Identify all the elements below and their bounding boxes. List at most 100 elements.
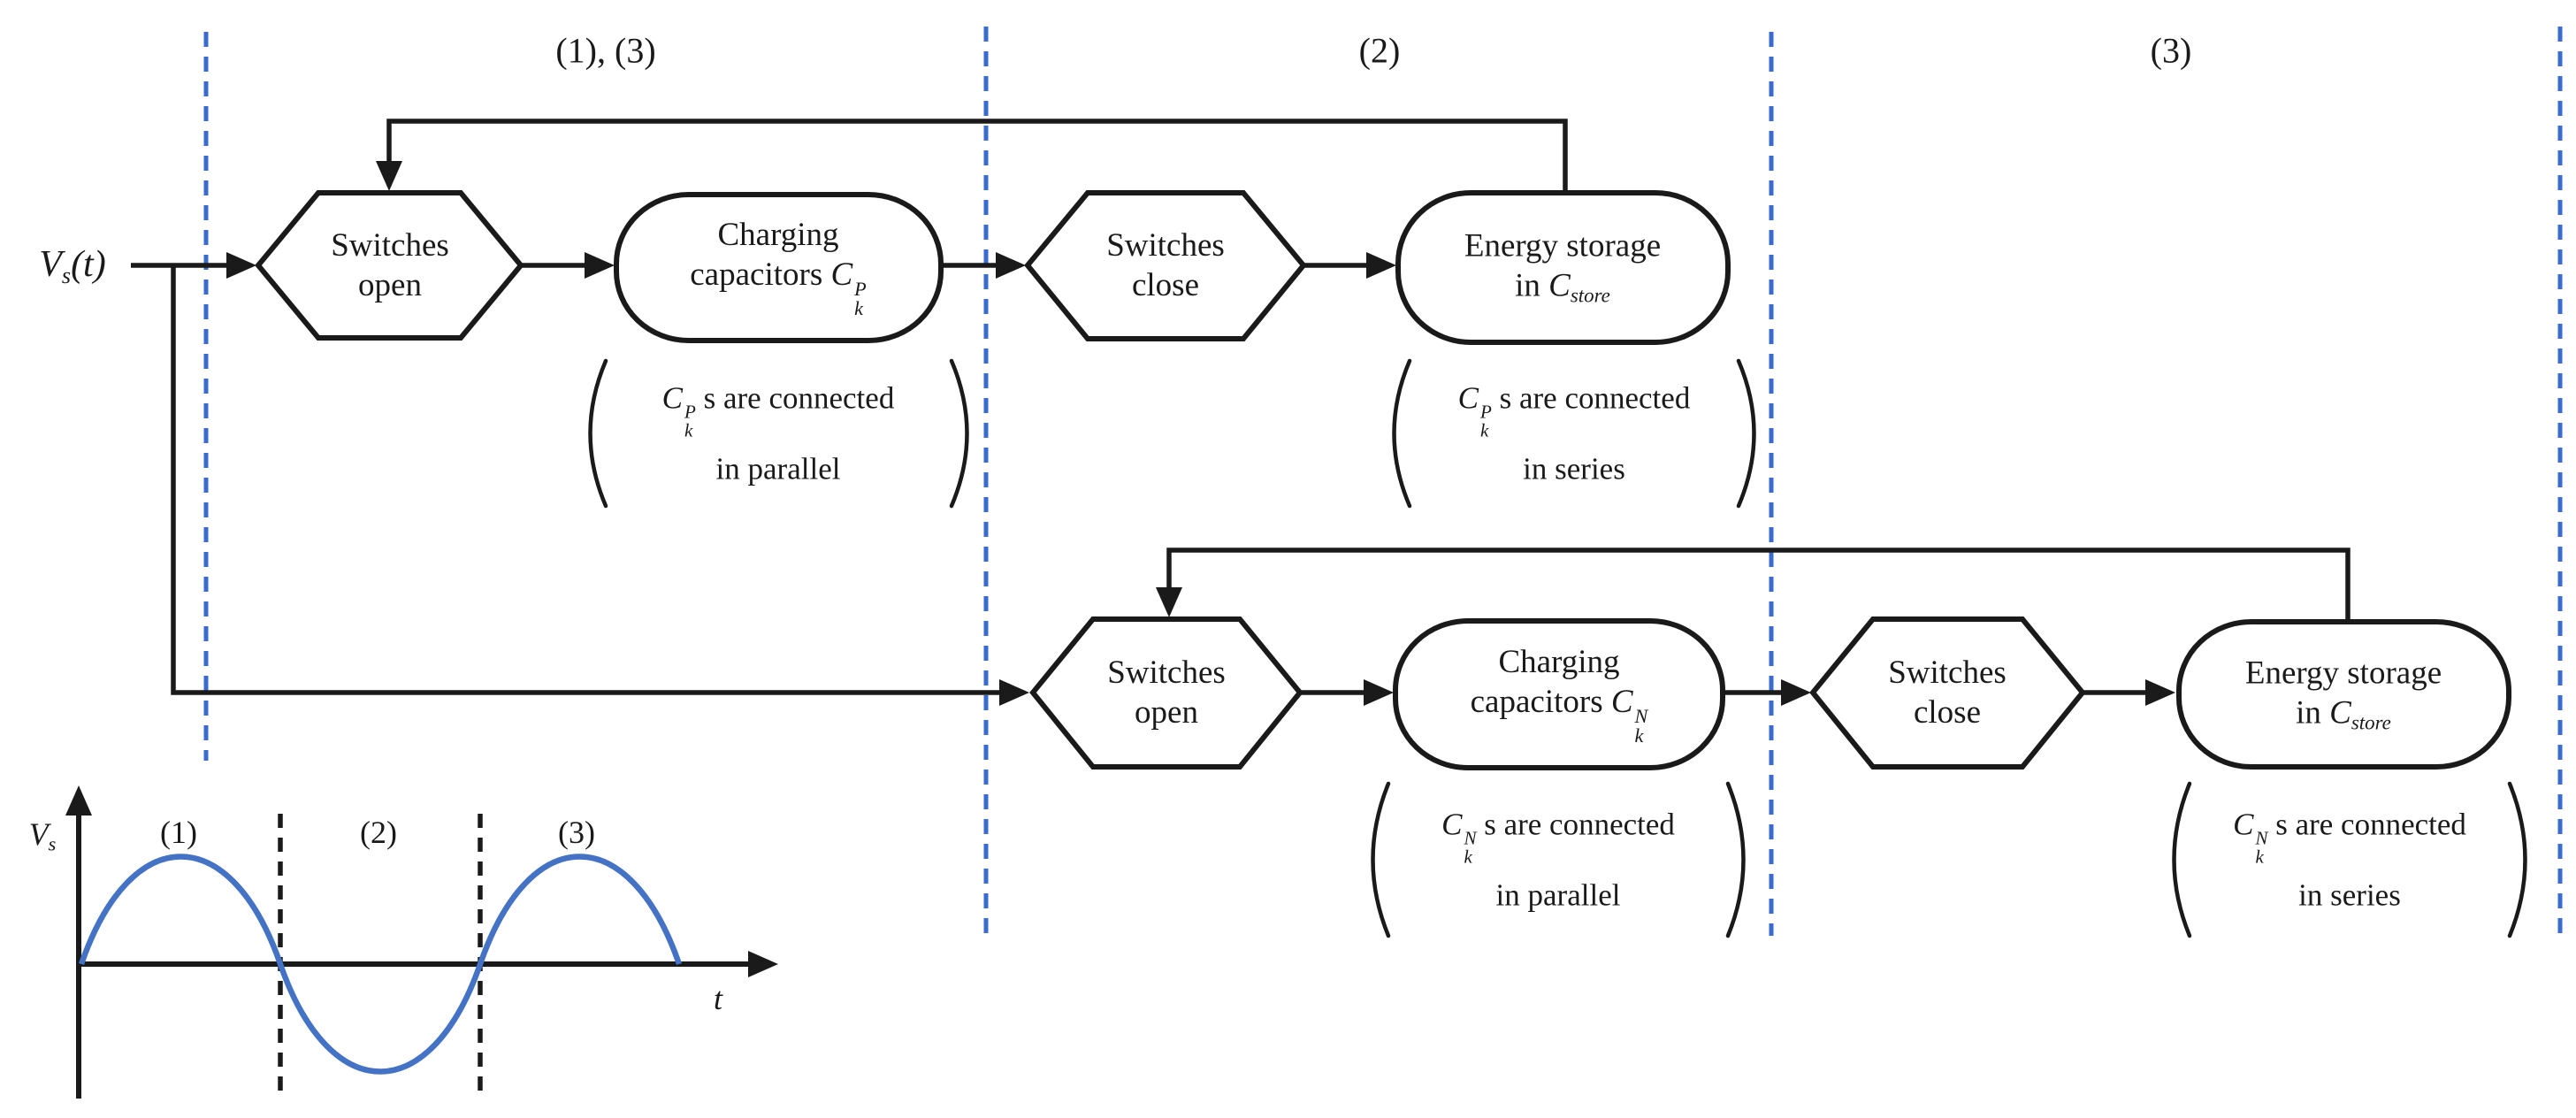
note-parallel-symbol-p: C (661, 380, 684, 416)
source-argument: (t) (71, 244, 106, 286)
note-series-sub-p: k (1480, 419, 1489, 441)
waveform-y-subscript: s (48, 832, 57, 855)
switches-close-line1-n: Switches (1888, 654, 2007, 691)
note-paren-left-p-series (1392, 358, 1412, 509)
store-symbol-p: C (1548, 267, 1571, 304)
note-paren-right-p-parallel (949, 358, 969, 509)
charging-capacitors-box-p (614, 192, 944, 343)
note-series-sub-n: k (2255, 846, 2264, 868)
charging-word-p: capacitors (690, 257, 823, 294)
note-paren-right-n-parallel (1725, 781, 1746, 938)
note-series-symbol-n: C (2233, 807, 2254, 842)
switches-close-line2-p: close (1131, 267, 1200, 303)
energy-storage-box-n (2176, 619, 2511, 770)
waveform-y-symbol: V (28, 816, 49, 853)
cap-superscript-n: N (1634, 704, 1648, 727)
switches-close-label-p: Switches close (1106, 226, 1225, 305)
switches-open-line2-p: open (358, 267, 422, 303)
waveform-y-axis-arrowhead (65, 785, 92, 816)
switches-open-hexagon-p (255, 190, 524, 341)
note-series-sup-p: P (1480, 401, 1492, 423)
note-paren-left-n-parallel (1371, 781, 1391, 938)
waveform-phase1-label: (1) (160, 815, 197, 851)
note-paren-right-n-series (2507, 781, 2527, 938)
storage-in-p: in (1515, 267, 1540, 304)
storage-line2-n: in Cstore (2245, 693, 2442, 736)
switches-open-hexagon-n (1029, 616, 1303, 770)
source-label: Vs(t) (39, 242, 105, 290)
arrowhead-into-open-n (999, 679, 1029, 706)
charging-capacitors-box-n (1393, 618, 1725, 770)
note-paren-right-p-series (1736, 358, 1756, 509)
cap-subscript-p: k (854, 297, 864, 320)
source-symbol: V (39, 244, 62, 286)
switches-open-label-n: Switches open (1107, 653, 1226, 732)
note-parallel-line2-n: in parallel (1495, 877, 1621, 913)
phase-label-zone3: (3) (2150, 30, 2192, 71)
note-series-symbol-p: C (1457, 380, 1479, 416)
note-series-line2-n: in series (2298, 877, 2401, 913)
cap-subscript-n: k (1634, 724, 1644, 747)
source-branch-line (171, 265, 1005, 695)
storage-line1-p: Energy storage (1464, 227, 1662, 264)
charging-line1-n: Charging (1498, 644, 1620, 681)
store-subscript-p: store (1570, 284, 1610, 307)
switches-close-hexagon-n (1809, 616, 2086, 770)
note-parallel-text-p: s are connected (703, 380, 895, 416)
arrowhead-into-store-p (1366, 252, 1396, 279)
note-parallel-sub-n: k (1464, 846, 1472, 868)
waveform-plot (65, 785, 778, 1099)
note-parallel-sup-p: P (684, 401, 696, 423)
switches-close-hexagon-p (1024, 190, 1307, 341)
waveform-phase3-label: (3) (558, 815, 595, 851)
store-subscript-n: store (2351, 711, 2391, 734)
waveform-phase2-label: (2) (360, 815, 397, 851)
arrowhead-feedback-n (1156, 587, 1182, 617)
storage-line2-p: in Cstore (1464, 266, 1661, 309)
note-series-text-n: s are connected (2275, 807, 2466, 842)
store-symbol-n: C (2329, 694, 2351, 731)
note-parallel-sup-n: N (1464, 827, 1477, 849)
phase-label-zone2: (2) (1358, 30, 1401, 71)
note-series-sup-n: N (2255, 827, 2268, 849)
switches-close-line2-n: close (1913, 694, 1982, 731)
waveform-x-axis-arrowhead (748, 951, 778, 977)
waveform-y-axis-label: Vs (29, 816, 57, 856)
energy-storage-label-n: Energy storage in Cstore (2245, 654, 2442, 736)
cap-symbol-p: C (830, 257, 853, 294)
energy-storage-label-p: Energy storage in Cstore (1464, 226, 1661, 309)
switches-open-line1-n: Switches (1107, 654, 1226, 691)
arrowhead-feedback-p (376, 161, 402, 191)
feedback-loop-n (1166, 548, 2351, 622)
phase-label-zone1: (1), (3) (555, 30, 656, 71)
charging-line1-p: Charging (717, 217, 839, 254)
note-paren-left-p-parallel (588, 358, 608, 509)
source-subscript: s (61, 263, 72, 289)
storage-in-n: in (2296, 694, 2321, 731)
arrowhead-into-close-p (996, 252, 1026, 279)
waveform-sine-curve (78, 854, 683, 1075)
arrowhead-into-charge-n (1364, 679, 1394, 706)
note-parallel-symbol-n: C (1441, 807, 1463, 842)
switches-close-line1-p: Switches (1106, 226, 1225, 264)
feedback-loop-p (386, 119, 1568, 193)
note-paren-left-n-series (2172, 781, 2192, 938)
energy-storage-box-p (1395, 190, 1731, 345)
storage-line1-n: Energy storage (2244, 655, 2442, 692)
note-series-line2-p: in series (1523, 451, 1625, 486)
cap-superscript-p: P (854, 277, 867, 300)
note-parallel-line2-p: in parallel (715, 451, 841, 486)
